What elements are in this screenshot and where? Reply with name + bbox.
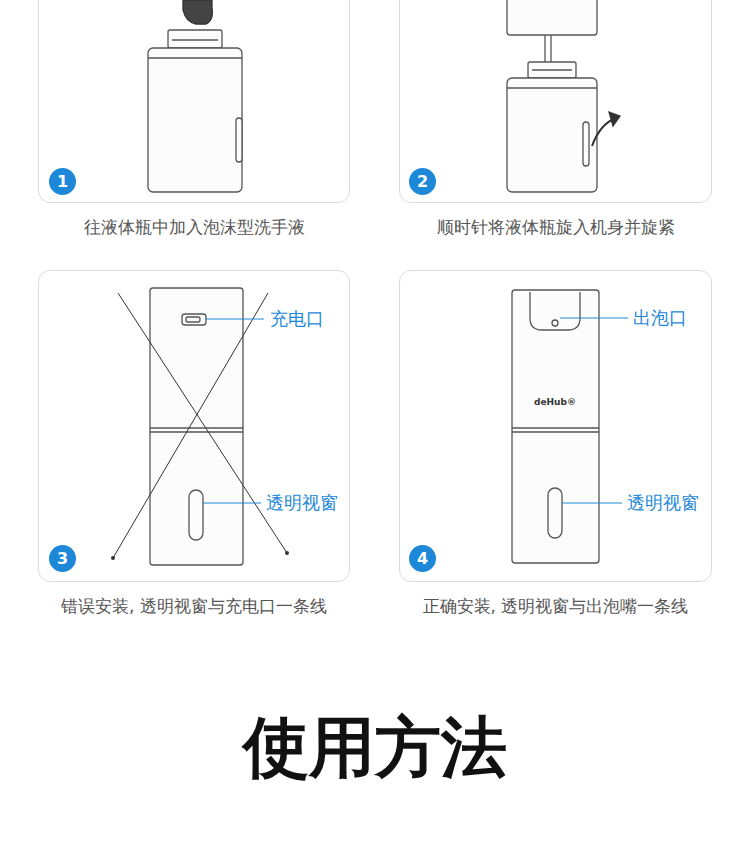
window-slit [583,122,589,166]
callout-label: 充电口 [270,307,324,331]
step-caption: 顺时针将液体瓶旋入机身并旋紧 [437,216,675,239]
step-caption: 往液体瓶中加入泡沫型洗手液 [84,216,305,239]
cross-line [118,293,287,553]
dispenser-body [512,290,599,563]
bottle-neck [528,62,576,78]
transparent-window [548,488,562,538]
leader-line [560,318,628,319]
step-panel: 往液体瓶中加入泡沫型洗手液1 [38,0,350,203]
liquid-bottle [148,48,242,192]
leader-line [203,503,261,504]
step-caption: 错误安装, 透明视窗与充电口一条线 [61,595,327,618]
step-number: 4 [409,545,436,572]
soap-refill-bottle [183,0,212,24]
callout-label: 透明视窗 [627,491,699,515]
step-caption: 正确安装, 透明视窗与出泡嘴一条线 [423,595,689,618]
step-number-text: 3 [57,549,68,568]
step-number-text: 1 [57,172,68,191]
leader-line [205,319,264,320]
window-slit [236,118,242,162]
callout-label: 透明视窗 [266,491,338,515]
step-number: 1 [49,168,76,195]
step-number: 3 [49,545,76,572]
step-number-text: 4 [417,549,428,568]
bottle-neck [168,30,222,48]
step-number-text: 2 [417,172,428,191]
callout-label: 出泡口 [633,306,687,330]
cross-line [113,293,268,558]
dispenser-head [507,0,597,35]
leader-line [562,503,622,504]
transparent-window [189,490,203,540]
charging-port [182,314,206,325]
liquid-bottle [507,78,597,192]
brand-mark: deHub® [534,397,576,407]
dispenser-body [150,288,243,565]
step-number: 2 [409,168,436,195]
step-panel: 顺时针将液体瓶旋入机身并旋紧2 [399,0,712,203]
foam-nozzle [530,292,580,330]
page-title: 使用方法 [0,712,750,785]
